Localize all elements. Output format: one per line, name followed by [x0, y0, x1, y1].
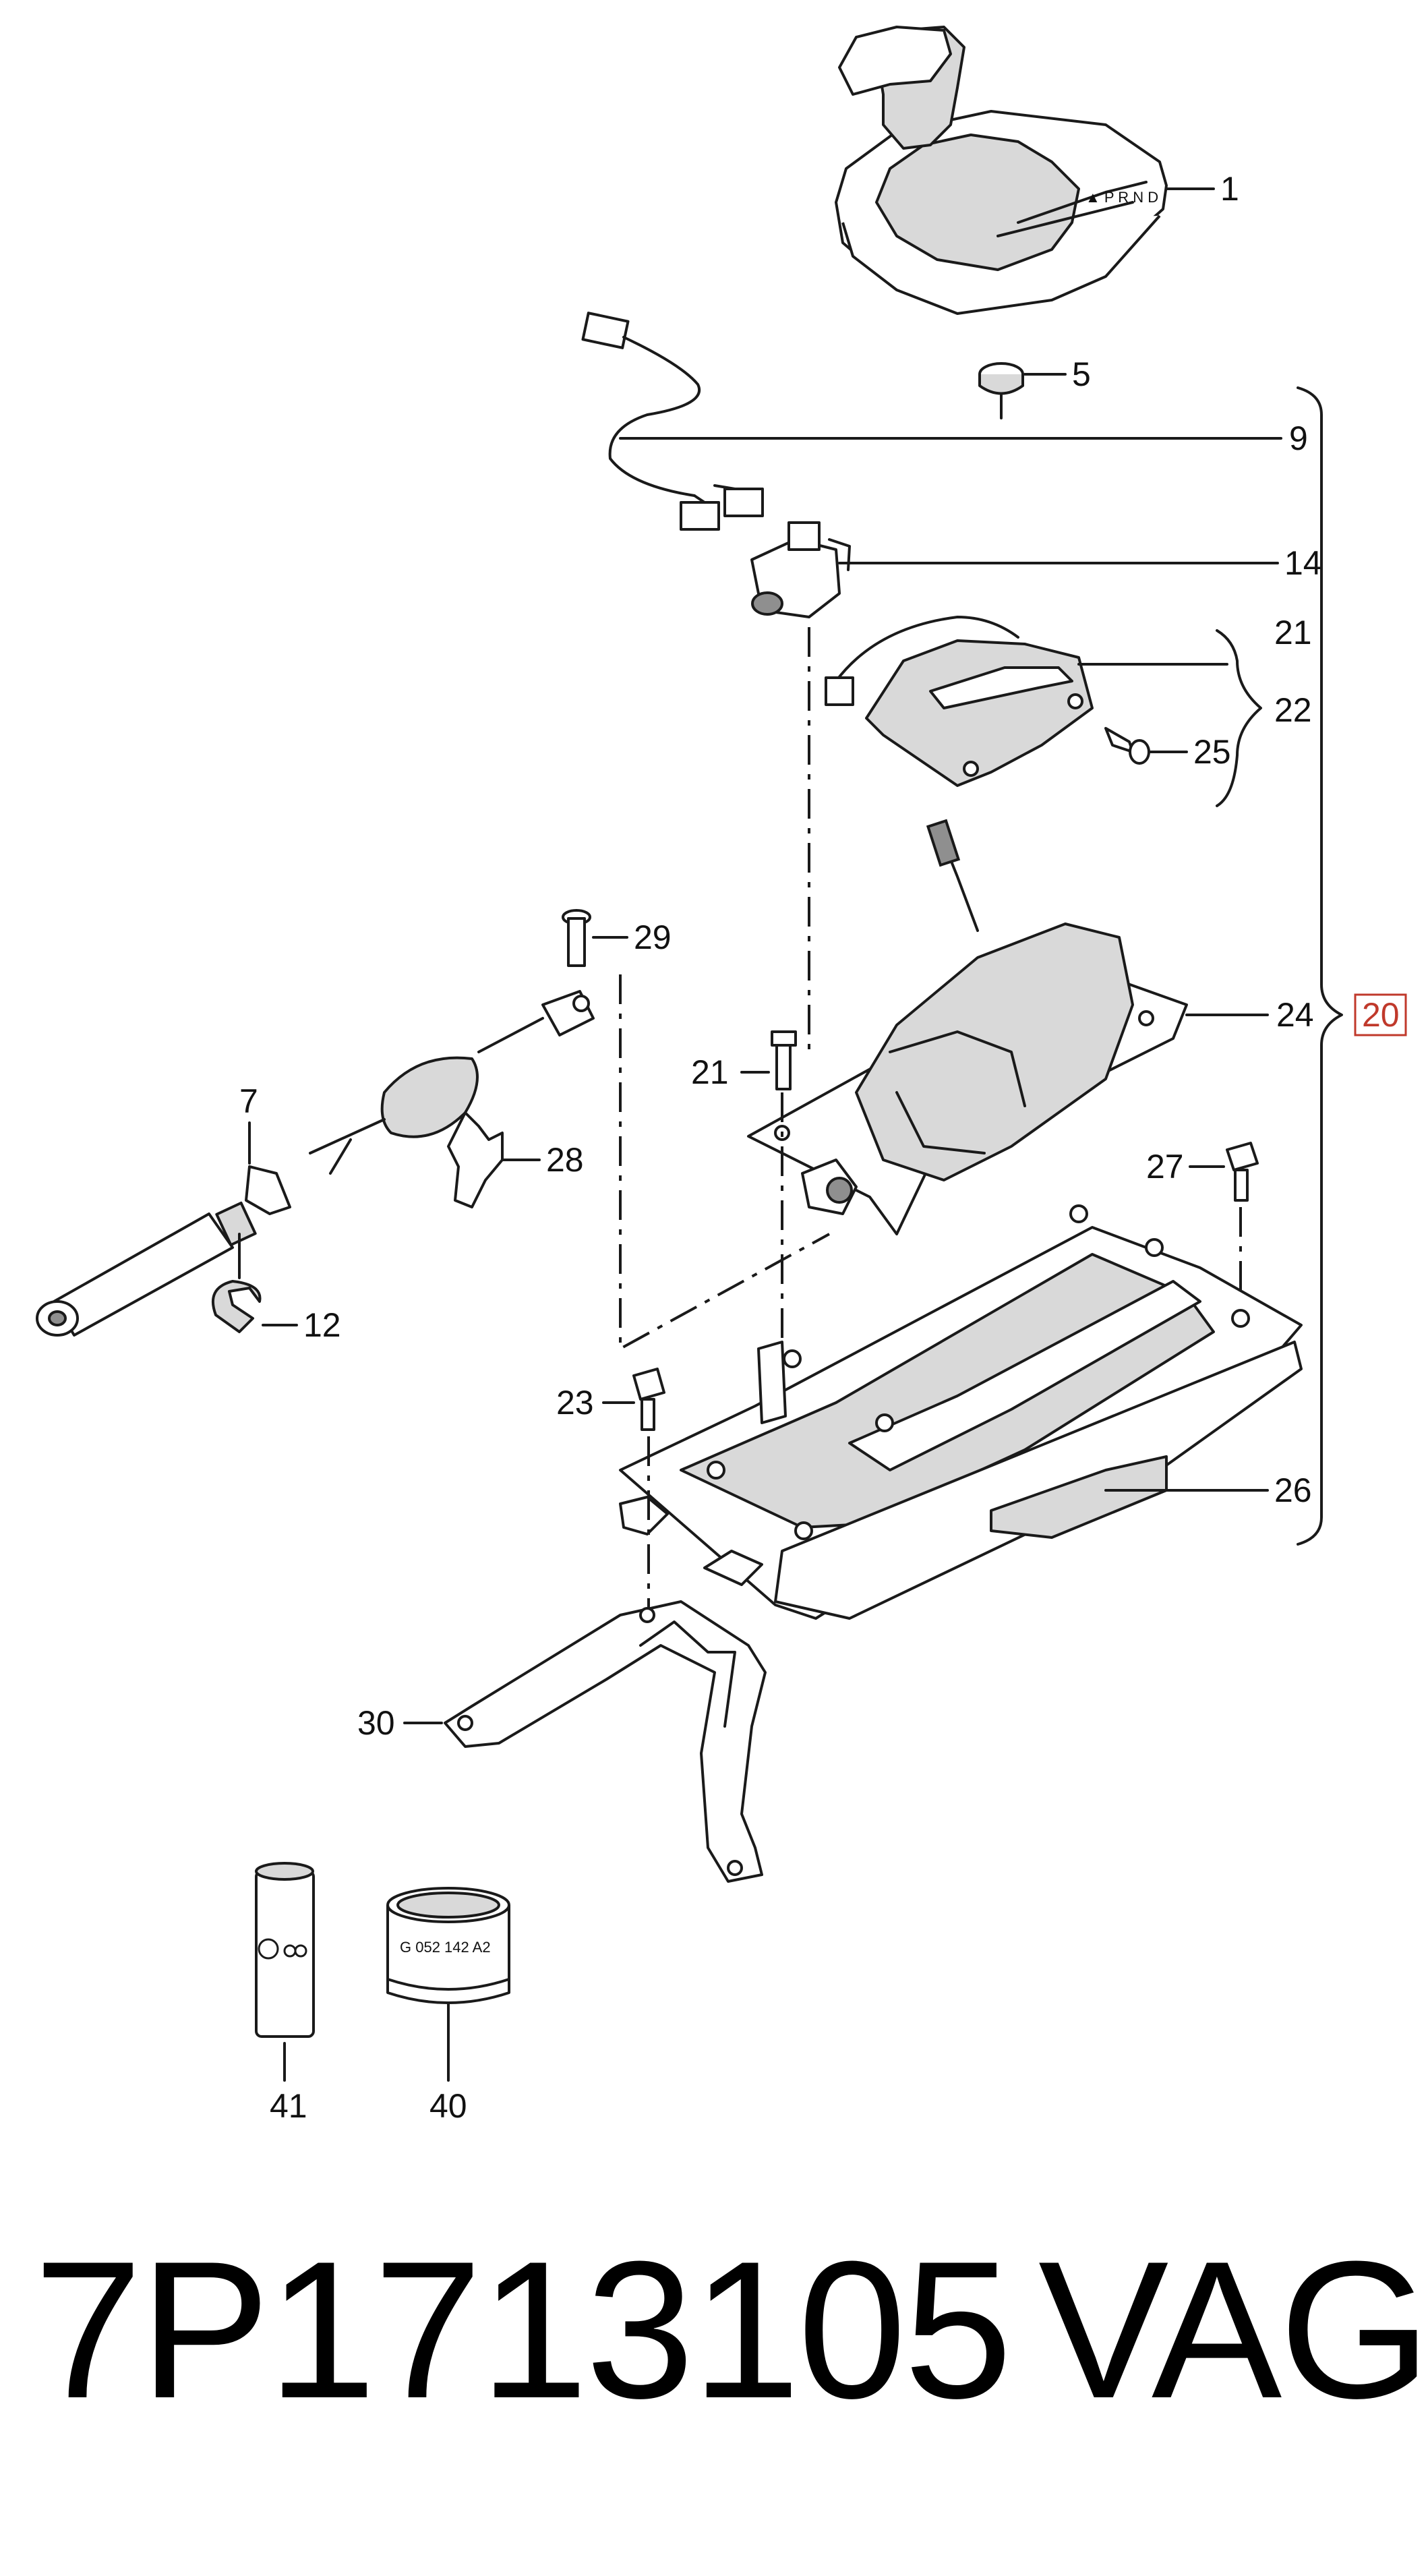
brand-name: VAG	[1038, 2221, 1428, 2439]
part-24-selector-mechanism	[747, 819, 1188, 1235]
callout-28: 28	[546, 1141, 584, 1179]
callout-29: 29	[634, 918, 672, 956]
part-40-grease-tin: G 052 142 A2	[386, 1887, 510, 2004]
part-12-circlip	[212, 1280, 262, 1333]
part-41-grease-stick	[255, 1862, 315, 2038]
callout-1: 1	[1220, 170, 1239, 208]
callout-22: 22	[1274, 691, 1312, 729]
svg-text:▲ P R N D: ▲ P R N D	[1085, 189, 1158, 206]
part-21-bolt	[771, 1030, 797, 1090]
callout-20-box	[1354, 993, 1407, 1036]
callout-21-top: 21	[1274, 614, 1312, 651]
callout-9: 9	[1289, 419, 1308, 457]
part-26-housing	[619, 1204, 1303, 1620]
callout-5: 5	[1072, 355, 1091, 393]
part-number: 7P1713105	[34, 2221, 1013, 2439]
part-29-pin	[562, 909, 591, 967]
part-25-screw	[1104, 727, 1150, 765]
grease-tin-label: G 052 142 A2	[400, 1939, 491, 1956]
part-1-shift-knob-assembly: ▲ P R N D	[835, 26, 1168, 315]
part-14-switch	[750, 521, 851, 618]
callout-23: 23	[556, 1384, 594, 1422]
part-22-indicator-cover	[825, 616, 1094, 787]
callout-27: 27	[1146, 1148, 1184, 1185]
part-30-bracket	[444, 1600, 767, 1883]
callout-24: 24	[1276, 996, 1314, 1034]
callout-14: 14	[1284, 544, 1322, 582]
part-5-ring	[978, 362, 1024, 395]
callout-20: 20	[1362, 996, 1400, 1034]
part-9-wiring-harness	[581, 312, 764, 531]
callout-41: 41	[270, 2087, 307, 2125]
callout-21-bolt: 21	[691, 1053, 729, 1091]
part-28-clip	[447, 1111, 504, 1208]
callout-26: 26	[1274, 1471, 1312, 1509]
callout-25: 25	[1193, 733, 1231, 771]
callout-7: 7	[239, 1082, 258, 1120]
part-27-bolt	[1226, 1142, 1259, 1202]
part-23-bolt	[632, 1368, 665, 1431]
part-7-selector-cable	[36, 990, 595, 1337]
callout-12: 12	[303, 1306, 341, 1344]
callout-40: 40	[429, 2087, 467, 2125]
callout-30: 30	[357, 1704, 395, 1742]
